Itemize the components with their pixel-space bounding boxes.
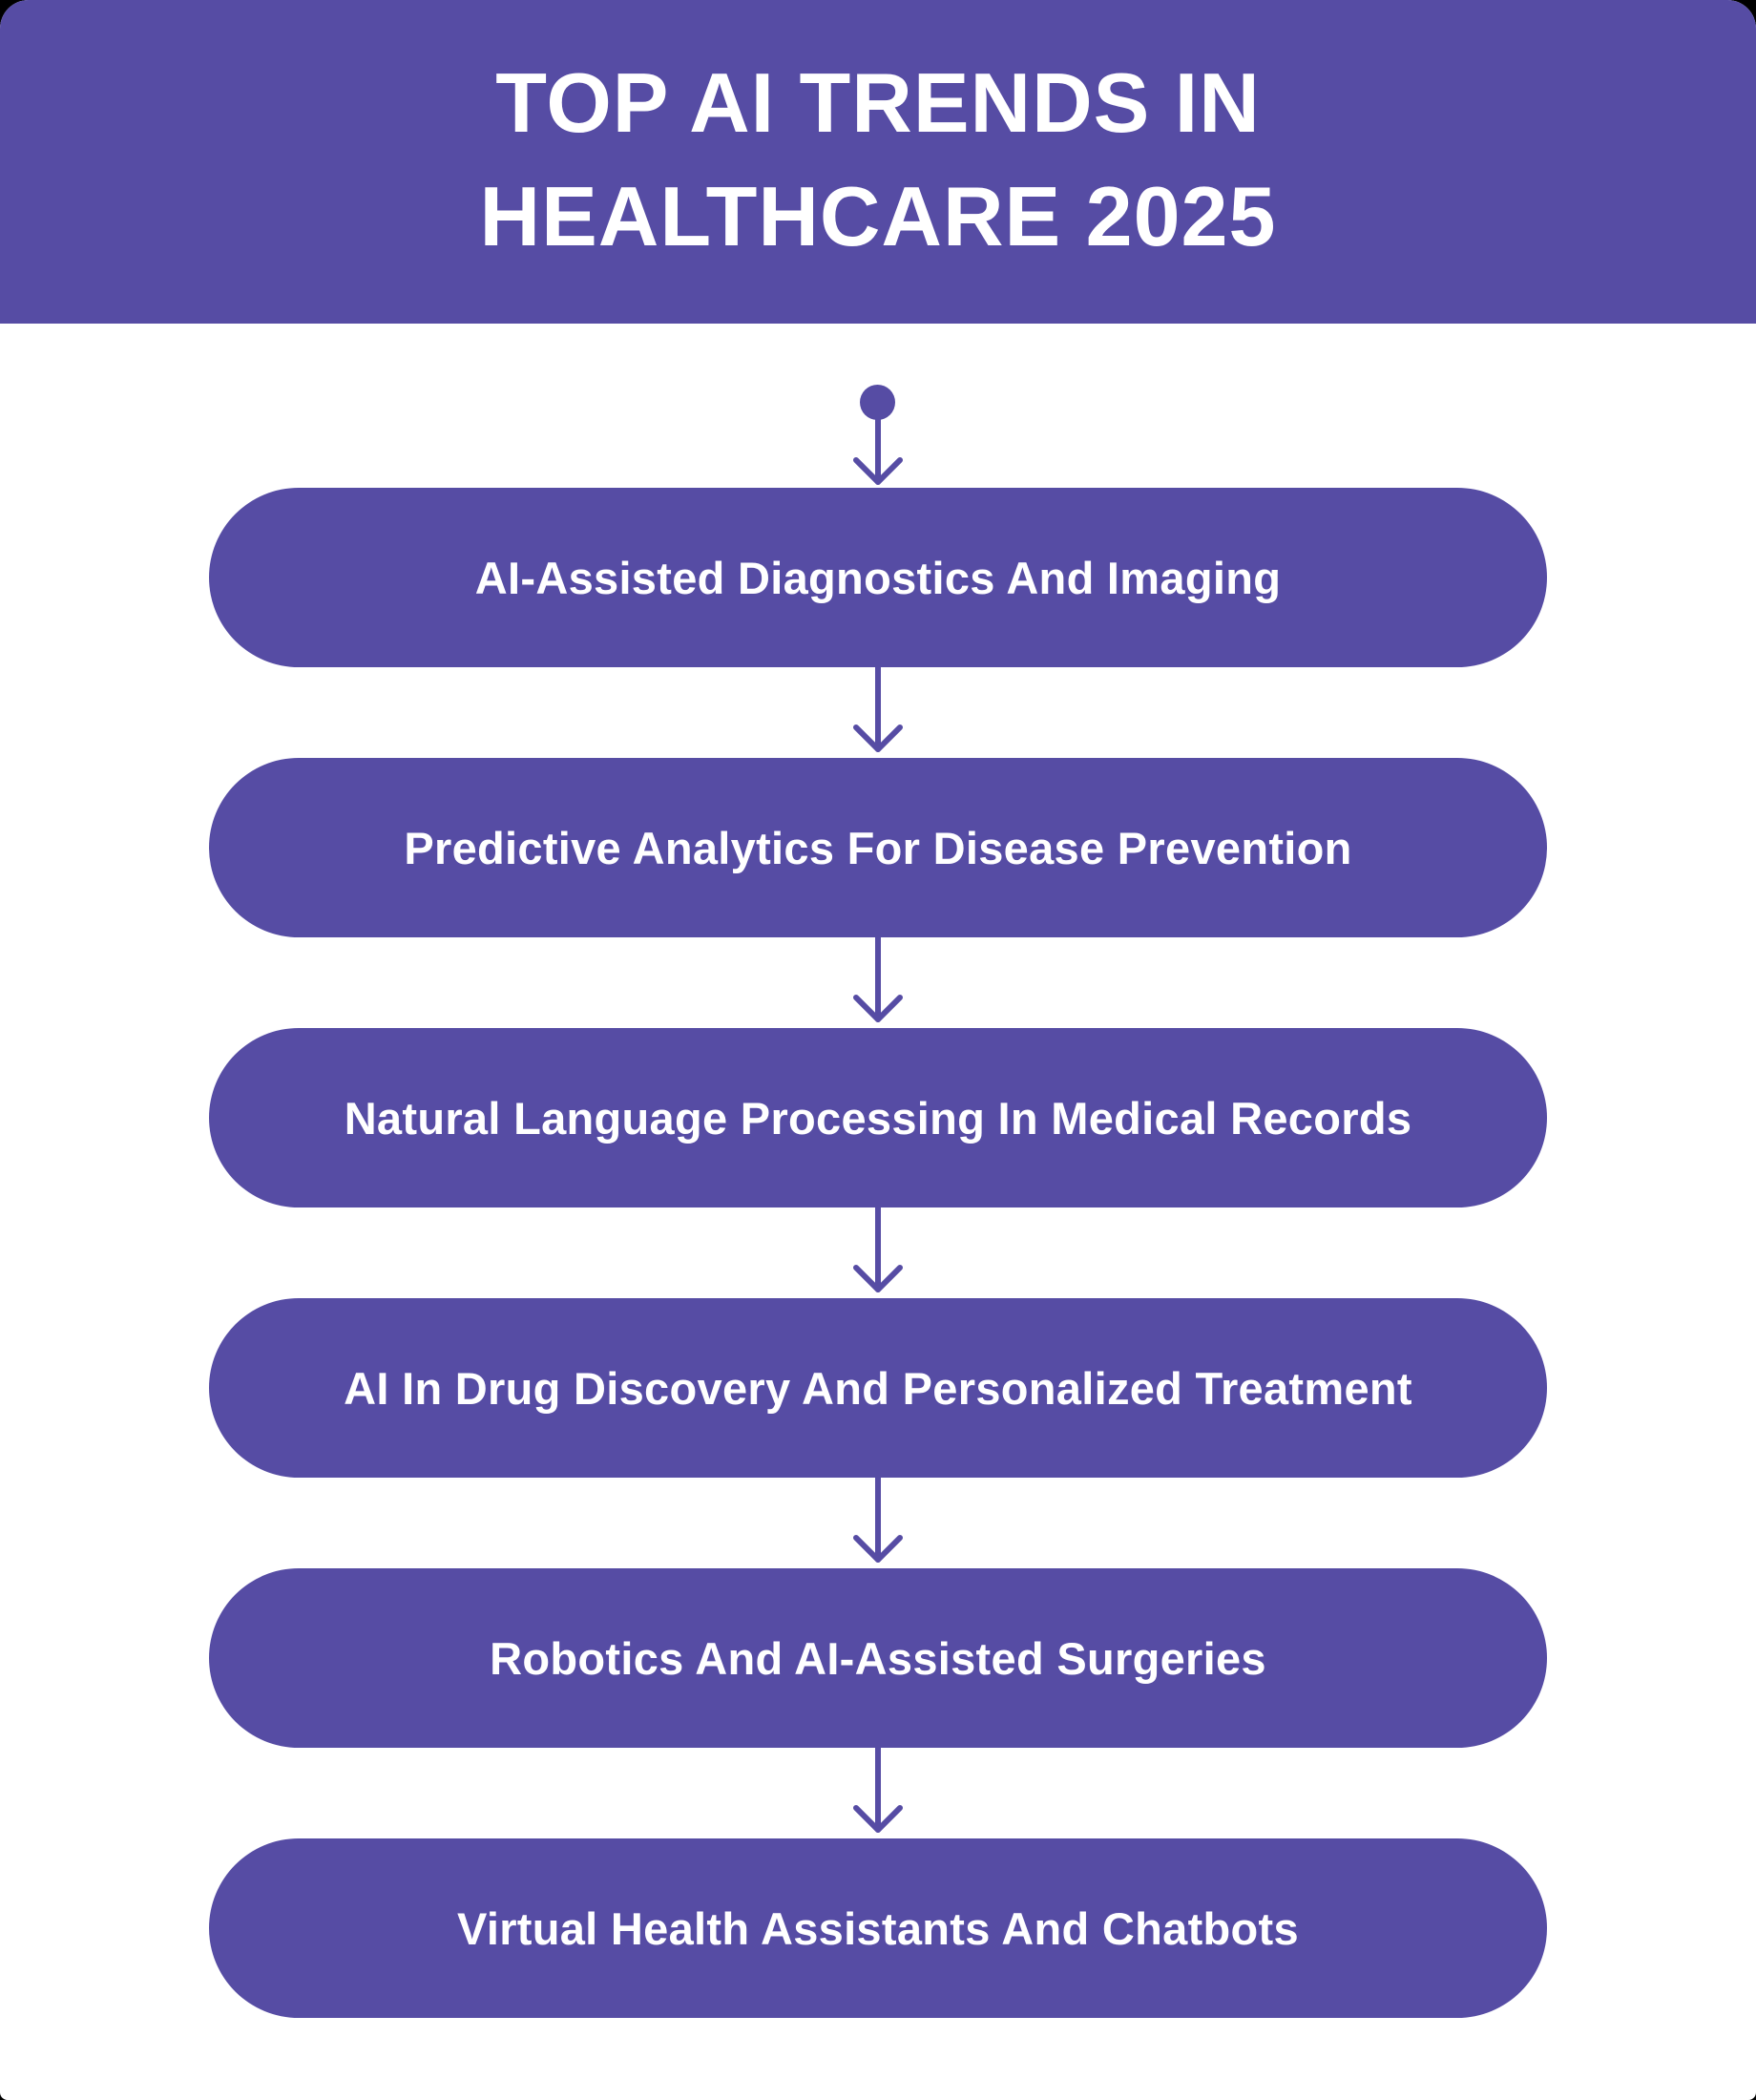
arrow-down-icon [849, 1208, 907, 1298]
arrow-down-icon [849, 667, 907, 758]
header-banner: TOP AI TRENDS IN HEALTHCARE 2025 [0, 0, 1756, 324]
trend-step-label: Predictive Analytics For Disease Prevent… [404, 822, 1352, 873]
trend-step-2: Predictive Analytics For Disease Prevent… [209, 758, 1547, 937]
arrow-down-icon [849, 937, 907, 1028]
page-title-line-1: TOP AI TRENDS IN [495, 54, 1261, 150]
trend-step-label: AI-Assisted Diagnostics And Imaging [474, 552, 1282, 603]
arrow-down-icon [849, 402, 907, 488]
arrow-down-icon [849, 1748, 907, 1838]
trend-step-3: Natural Language Processing In Medical R… [209, 1028, 1547, 1208]
trend-step-label: Natural Language Processing In Medical R… [344, 1092, 1412, 1144]
trend-step-6: Virtual Health Assistants And Chatbots [209, 1838, 1547, 2018]
page-title-line-2: HEALTHCARE 2025 [479, 168, 1277, 263]
arrow-down-icon [849, 1478, 907, 1568]
trend-step-label: Robotics And AI-Assisted Surgeries [490, 1632, 1266, 1684]
trend-step-1: AI-Assisted Diagnostics And Imaging [209, 488, 1547, 667]
trend-step-4: AI In Drug Discovery And Personalized Tr… [209, 1298, 1547, 1478]
trend-step-5: Robotics And AI-Assisted Surgeries [209, 1568, 1547, 1748]
trend-step-label: AI In Drug Discovery And Personalized Tr… [344, 1362, 1412, 1414]
trend-step-label: Virtual Health Assistants And Chatbots [457, 1902, 1299, 1954]
